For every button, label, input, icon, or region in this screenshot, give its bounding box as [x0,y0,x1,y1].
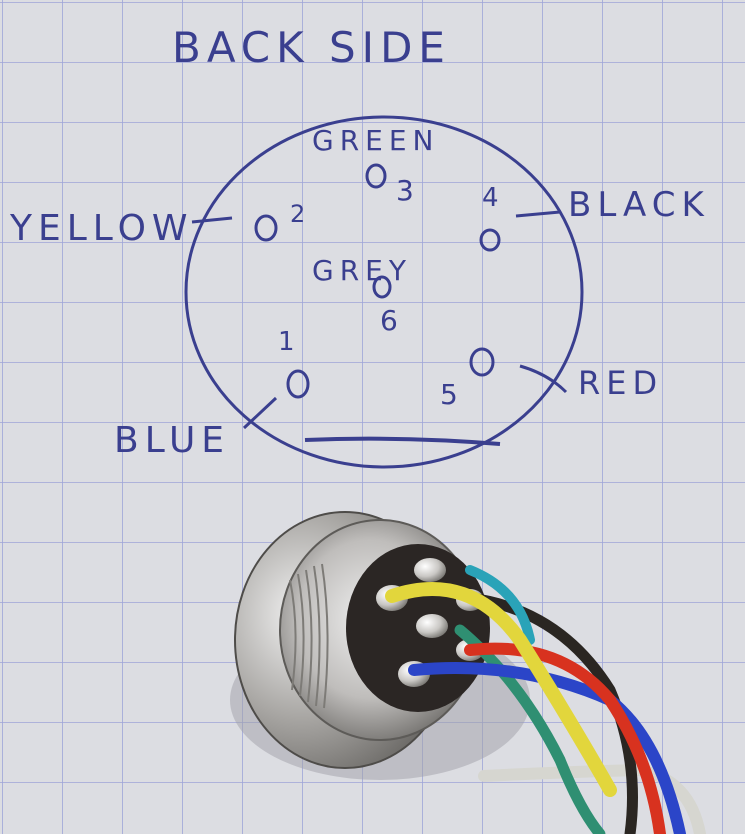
pin-4-number: 4 [482,183,499,213]
blue-leader-line [242,396,278,430]
thread-ridges [289,563,329,709]
black-leader-line [515,210,561,218]
connector-outline [184,115,584,469]
pin-label-black: BLACK [568,185,710,225]
pin-4-hole [479,228,501,252]
pin-1-number: 1 [278,327,295,357]
red-leader-line [519,364,568,394]
pin-2-number: 2 [290,200,305,228]
pin-3-hole [365,163,387,189]
connector-pin [414,558,446,582]
pin-6-hole [372,275,392,299]
pin-2-hole [254,214,278,242]
pin-label-grey: GREY [312,254,412,287]
wire-green [454,624,606,834]
diagram-title: BACK SIDE [172,23,451,72]
pin-5-number: 5 [440,378,458,411]
wires [385,565,706,834]
connector-pin [416,614,448,638]
physical-connector [230,511,530,780]
pin-label-red: RED [578,364,663,402]
connector-key-flat [304,436,501,446]
pin-label-green: GREEN [312,124,439,157]
pin-label-blue: BLUE [114,420,230,461]
yellow-leader-line [191,216,233,224]
wire-teal [465,565,535,645]
pin-3-number: 3 [396,174,414,207]
pin-label-yellow: YELLOW [9,208,194,249]
wire-yellow [385,582,617,797]
pin-1-hole [286,369,310,399]
pin-6-number: 6 [380,304,398,337]
pin-5-hole [469,347,495,377]
